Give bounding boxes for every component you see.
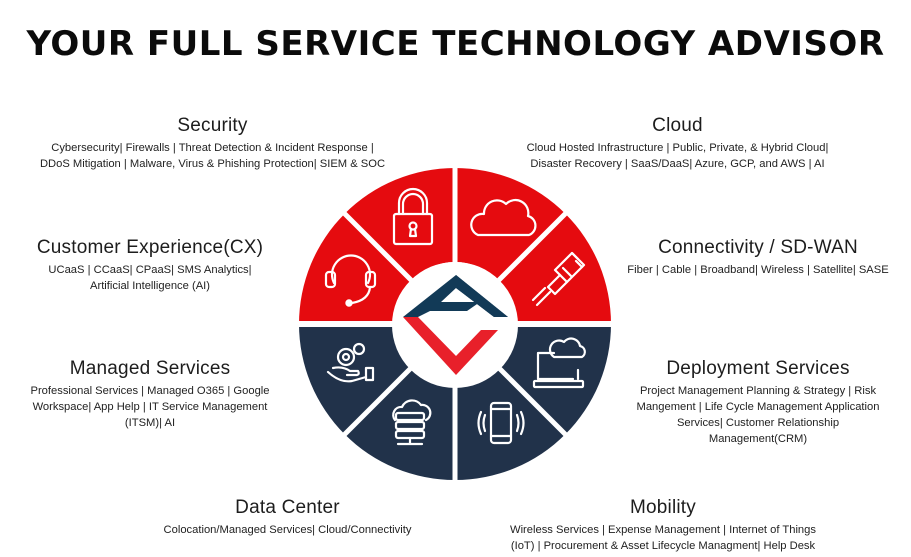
service-title: Security: [177, 115, 248, 136]
service-title: Managed Services: [69, 358, 231, 379]
service-datacenter: Data Center Colocation/Managed Services|…: [120, 497, 455, 538]
service-cloud: Cloud Cloud Hosted Infrastructure | Publ…: [480, 115, 875, 172]
page-title: YOUR FULL SERVICE TECHNOLOGY ADVISOR: [26, 24, 885, 64]
padlock-icon: [392, 187, 434, 246]
gears-hand-icon: [326, 342, 375, 383]
service-desc-line: Artificial Intelligence (AI): [90, 280, 210, 292]
center-circle: [392, 262, 518, 388]
service-desc-line: Disaster Recovery | SaaS/DaaS| Azure, GC…: [530, 158, 825, 170]
service-desc-line: UCaaS | CCaaS| CPaaS| SMS Analytics|: [48, 264, 252, 276]
service-managed: Managed Services Professional Services |…: [5, 358, 295, 431]
service-title: Cloud: [652, 115, 703, 136]
service-mobility: Mobility Wireless Services | Expense Man…: [462, 497, 864, 554]
cloud-icon: [470, 198, 537, 237]
service-desc-line: Services| Customer Relationship: [676, 417, 840, 429]
service-title: Mobility: [629, 497, 696, 518]
service-desc-line: Fiber | Cable | Broadband| Wireless | Sa…: [627, 264, 889, 276]
service-connectivity: Connectivity / SD-WAN Fiber | Cable | Br…: [605, 237, 911, 278]
company-logo: [403, 275, 508, 375]
service-title: Connectivity / SD-WAN: [658, 237, 858, 258]
service-desc-line: Management(CRM): [708, 433, 808, 445]
headset-icon: [324, 254, 377, 307]
vibrating-phone-icon: [477, 401, 525, 445]
service-title: Data Center: [235, 497, 340, 518]
service-desc-line: Colocation/Managed Services| Cloud/Conne…: [163, 524, 412, 536]
service-desc-line: Workspace| App Help | IT Service Managem…: [32, 401, 268, 413]
service-desc-line: (IoT) | Procurement & Asset Lifecycle Ma…: [510, 540, 816, 552]
service-desc-line: Cybersecurity| Firewalls | Threat Detect…: [51, 142, 374, 154]
service-desc-line: Mangement | Life Cycle Management Applic…: [636, 401, 880, 413]
service-desc-line: (ITSM)| AI: [124, 417, 176, 429]
service-deployment: Deployment Services Project Management P…: [605, 358, 911, 447]
service-desc-line: DDoS Mitigation | Malware, Virus & Phish…: [39, 158, 386, 170]
laptop-cloud-icon: [532, 337, 586, 389]
service-security: Security Cybersecurity| Firewalls | Thre…: [10, 115, 415, 172]
service-desc-line: Cloud Hosted Infrastructure | Public, Pr…: [526, 142, 829, 154]
service-desc-line: Professional Services | Managed O365 | G…: [30, 385, 270, 397]
service-cx: Customer Experience(CX) UCaaS | CCaaS| C…: [5, 237, 295, 294]
service-title: Customer Experience(CX): [36, 237, 264, 258]
service-desc-line: Wireless Services | Expense Management |…: [510, 524, 816, 536]
service-desc-line: Project Management Planning & Strategy |…: [639, 385, 877, 397]
ethernet-cable-icon: [531, 251, 586, 307]
server-cloud-icon: [392, 399, 432, 446]
service-title: Deployment Services: [666, 358, 850, 379]
